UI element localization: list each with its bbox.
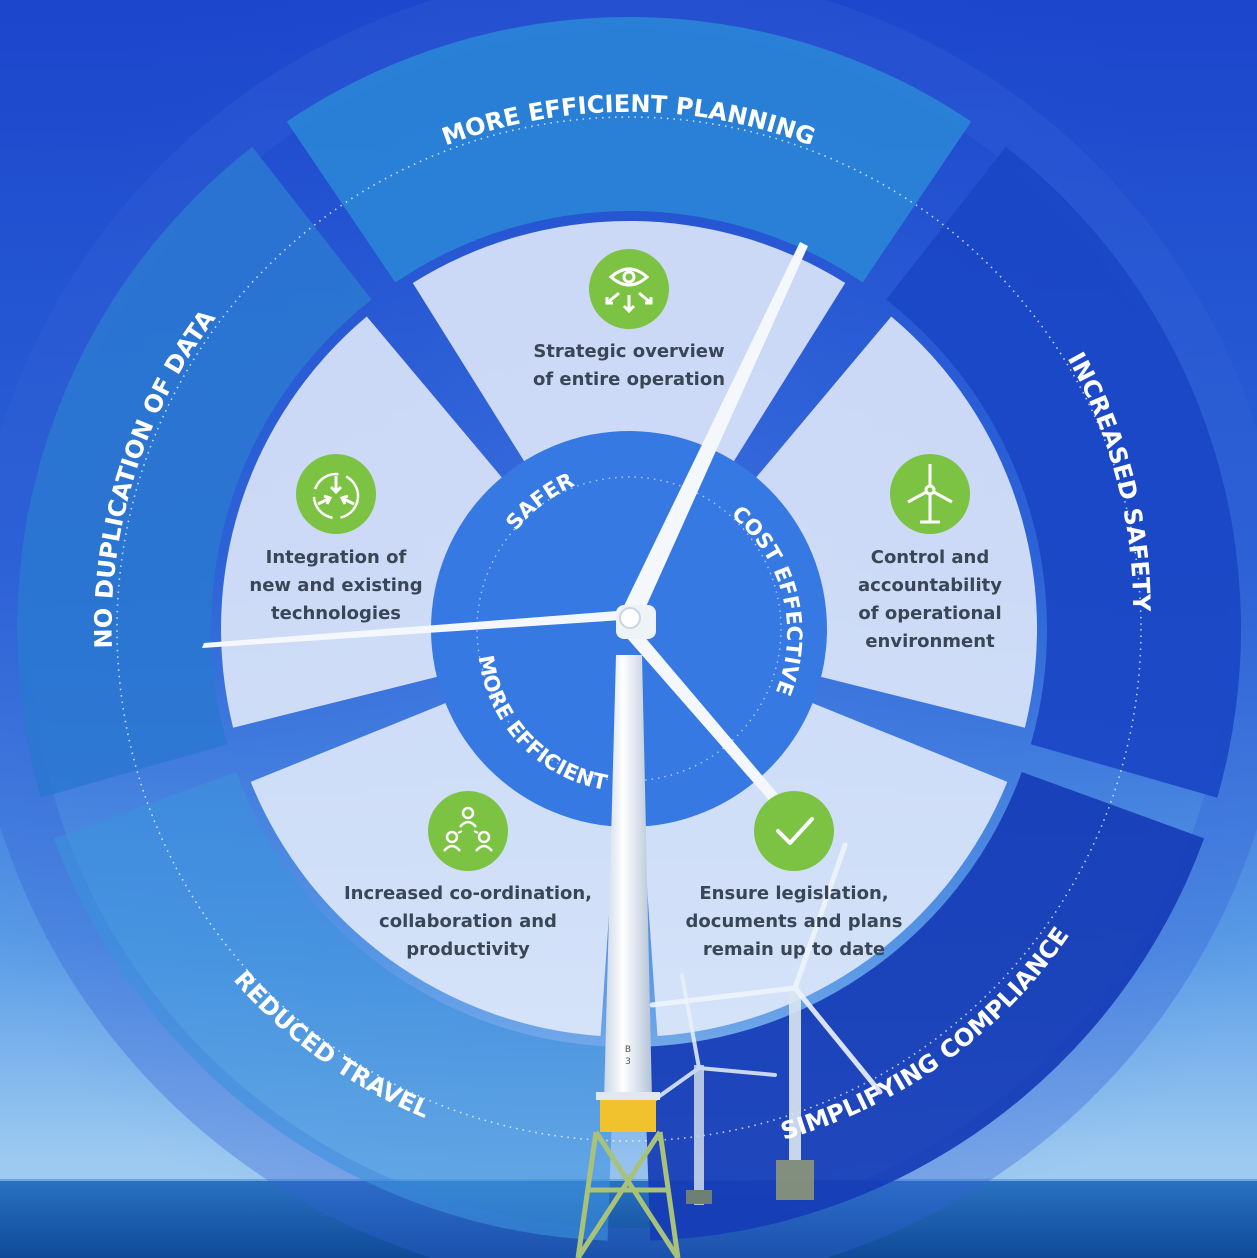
- card-increased-coordination: Increased co-ordination, collaboration a…: [344, 880, 592, 964]
- blade-left: [202, 610, 630, 648]
- outer-segment-right: [886, 146, 1241, 798]
- sea: [0, 1180, 1257, 1258]
- rotor-hub: [619, 607, 641, 629]
- card-line: new and existing: [249, 575, 423, 596]
- outer-dotted-circle: [116, 116, 1142, 1142]
- card-segment-bottom-left: [250, 702, 616, 1037]
- card-integration-technologies: Integration of new and existing technolo…: [249, 544, 422, 628]
- icon-layer: [296, 249, 970, 871]
- card-control-accountability: Control and accountability of operationa…: [858, 544, 1002, 656]
- card-line: Integration of: [265, 547, 407, 568]
- card-line: productivity: [406, 939, 530, 960]
- card-segment-bottom-right: [642, 702, 1008, 1037]
- card-line: accountability: [858, 575, 1002, 596]
- card-line: collaboration and: [379, 911, 557, 932]
- turbine-tower: [604, 655, 652, 1100]
- blade-down: [620, 622, 810, 838]
- distant-turbine-right: [649, 842, 883, 1200]
- blade-up: [622, 242, 808, 620]
- transition-piece: [600, 1098, 656, 1132]
- card-line: Strategic overview: [533, 341, 725, 362]
- tower-mark-2: 3: [625, 1057, 631, 1067]
- wind-turbine-icon: [890, 454, 970, 534]
- card-line: of operational: [858, 603, 1002, 624]
- outer-segment-top: [286, 16, 972, 283]
- card-line: remain up to date: [702, 939, 886, 960]
- card-strategic-overview: Strategic overview of entire operation: [533, 338, 725, 394]
- outer-ring: [16, 16, 1241, 1241]
- outer-segment-bottom-left: [53, 771, 615, 1241]
- inner-dotted-circle: [476, 476, 782, 782]
- people-network-icon: [428, 791, 508, 871]
- tower-mark-1: B: [625, 1045, 631, 1055]
- main-wind-turbine: B 3: [202, 242, 810, 1258]
- outer-segment-left: [16, 146, 372, 798]
- jacket-foundation: [575, 1130, 681, 1258]
- eye-arrows-icon: [589, 249, 669, 329]
- outer-segment-bottom-right: [643, 771, 1205, 1241]
- card-line: of entire operation: [532, 369, 726, 390]
- card-line: environment: [865, 631, 995, 652]
- card-line: Ensure legislation,: [699, 883, 889, 904]
- card-line: documents and plans: [685, 911, 903, 932]
- card-line: technologies: [271, 603, 401, 624]
- card-line: Control and: [870, 547, 990, 568]
- card-line: Increased co-ordination,: [343, 883, 593, 904]
- checkmark-icon: [754, 791, 834, 871]
- converging-arrows-icon: [296, 454, 376, 534]
- card-ensure-legislation: Ensure legislation, documents and plans …: [686, 880, 903, 964]
